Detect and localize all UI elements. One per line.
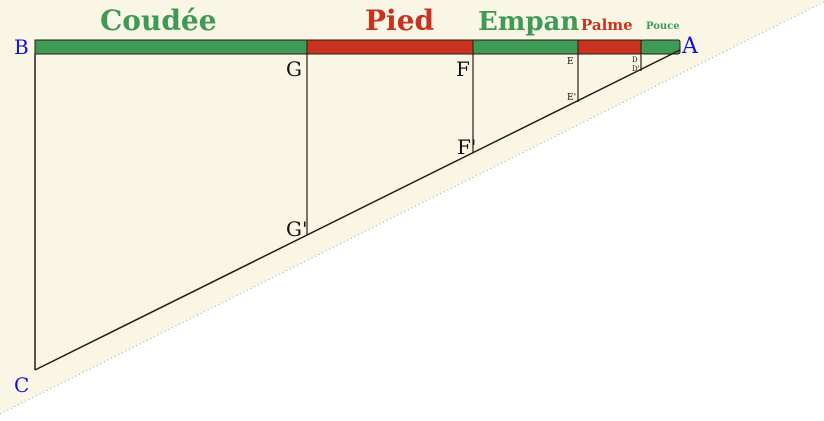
point-d: D <box>632 56 638 64</box>
point-f: F <box>456 57 470 81</box>
line-ca <box>34 49 681 371</box>
bar-coudee <box>34 39 308 55</box>
point-f-prime: F' <box>457 135 476 159</box>
bar-pouce <box>640 39 681 55</box>
label-coudee: Coudée <box>100 4 217 37</box>
bar-empan <box>472 39 579 55</box>
point-g: G <box>286 57 302 81</box>
point-g-prime: G' <box>286 217 307 241</box>
point-d-prime: D' <box>632 65 640 73</box>
point-e-prime: E' <box>567 93 576 103</box>
bar-pied <box>306 39 474 55</box>
label-empan: Empan <box>478 7 579 37</box>
label-pouce: Pouce <box>646 21 680 32</box>
point-a: A <box>681 34 699 59</box>
point-b: B <box>14 35 29 59</box>
point-c: C <box>14 373 29 397</box>
bar-palme <box>577 39 642 55</box>
label-palme: Palme <box>581 16 633 34</box>
point-e: E <box>567 57 574 67</box>
label-pied: Pied <box>365 4 434 37</box>
